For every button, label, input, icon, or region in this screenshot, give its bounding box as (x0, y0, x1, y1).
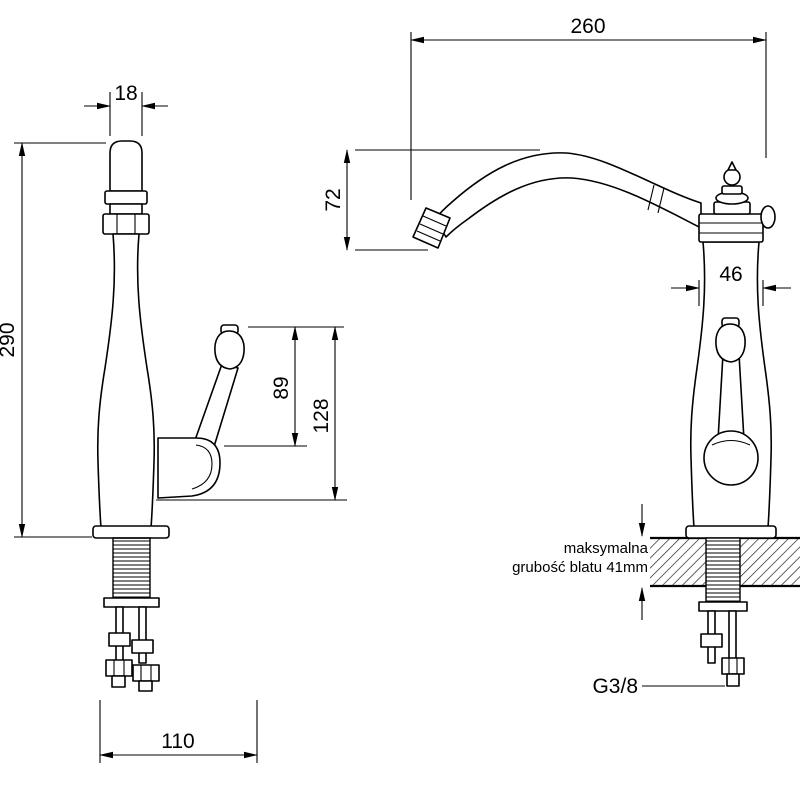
side-view-drawing (412, 152, 800, 687)
counter-note-line1: maksymalna (564, 540, 649, 557)
dim-body-width: 46 (671, 263, 791, 306)
front-base-flange (92, 525, 170, 539)
dim-label-260: 260 (570, 15, 605, 38)
front-view-drawing (92, 140, 245, 692)
dim-total-height: 290 (0, 142, 106, 538)
side-spout (434, 152, 702, 238)
front-view-dimensions: 18 290 89 128 110 (0, 82, 347, 763)
dim-counter-thickness: maksymalna grubość blatu 41mm (512, 504, 649, 620)
side-handle-stem (717, 353, 745, 441)
side-collar (698, 213, 764, 243)
dim-depth: 110 (99, 700, 258, 763)
dim-label-128: 128 (310, 398, 333, 433)
front-collar-ring (104, 190, 148, 205)
front-handle-housing (157, 437, 221, 499)
side-mounting-hardware (698, 537, 748, 687)
side-handle-pivot (703, 430, 759, 486)
dim-reach: 260 (410, 15, 767, 200)
front-body (96, 233, 156, 529)
front-handle-knob (214, 330, 245, 370)
side-base-flange (685, 525, 777, 539)
dim-spout-drop: 72 (322, 149, 540, 251)
side-aerator (412, 207, 451, 249)
dim-label-46: 46 (719, 263, 742, 286)
dim-label-89: 89 (270, 376, 293, 399)
side-finial-tip (727, 161, 737, 171)
front-spout-tip (109, 140, 143, 192)
front-handle-stem (193, 363, 239, 451)
dim-handle-height: 89 (224, 326, 344, 447)
dim-spout-width: 18 (84, 82, 168, 136)
dim-label-72: 72 (322, 188, 345, 211)
front-mounting-hardware (103, 537, 160, 692)
side-finial-ball (723, 168, 741, 186)
dim-label-290: 290 (0, 322, 19, 357)
side-view-dimensions: 260 72 46 maksymalna grubość blatu 41mm (322, 15, 791, 698)
front-valve-nut (102, 213, 150, 235)
side-collar-knob (760, 205, 776, 229)
dim-thread: G3/8 (592, 675, 725, 698)
thread-label: G3/8 (592, 675, 638, 698)
dim-label-110: 110 (161, 730, 194, 753)
counter-note-line2: grubość blatu 41mm (512, 559, 648, 576)
side-handle-knob (715, 323, 746, 363)
dim-label-18: 18 (114, 82, 137, 105)
front-collar-ring-small (109, 203, 143, 215)
dim-handle-span: 128 (156, 326, 347, 501)
